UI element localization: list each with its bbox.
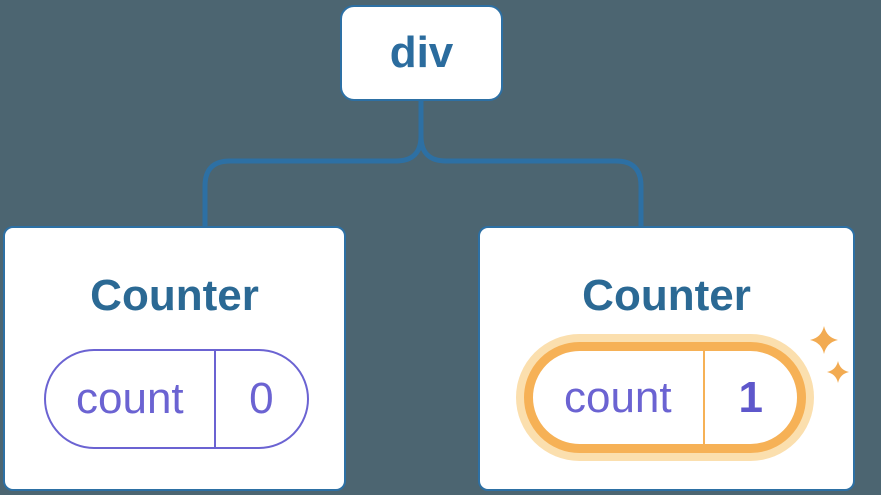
root-node-label: div xyxy=(389,28,454,77)
state-key-label: count xyxy=(533,351,705,444)
sparkles-icon xyxy=(810,326,849,383)
state-key-label: count xyxy=(46,351,216,447)
counter-card-left: Counter count 0 xyxy=(3,226,346,491)
state-pill-left: count 0 xyxy=(44,349,309,449)
counter-card-right: Counter count 1 xyxy=(478,226,855,491)
state-pill-right-highlighted: count 1 xyxy=(524,342,806,453)
counter-title-right: Counter xyxy=(582,271,751,320)
state-value: 1 xyxy=(738,372,764,422)
root-node-div: div xyxy=(340,5,503,101)
state-value: 0 xyxy=(249,374,274,423)
counter-title-left: Counter xyxy=(90,271,259,320)
